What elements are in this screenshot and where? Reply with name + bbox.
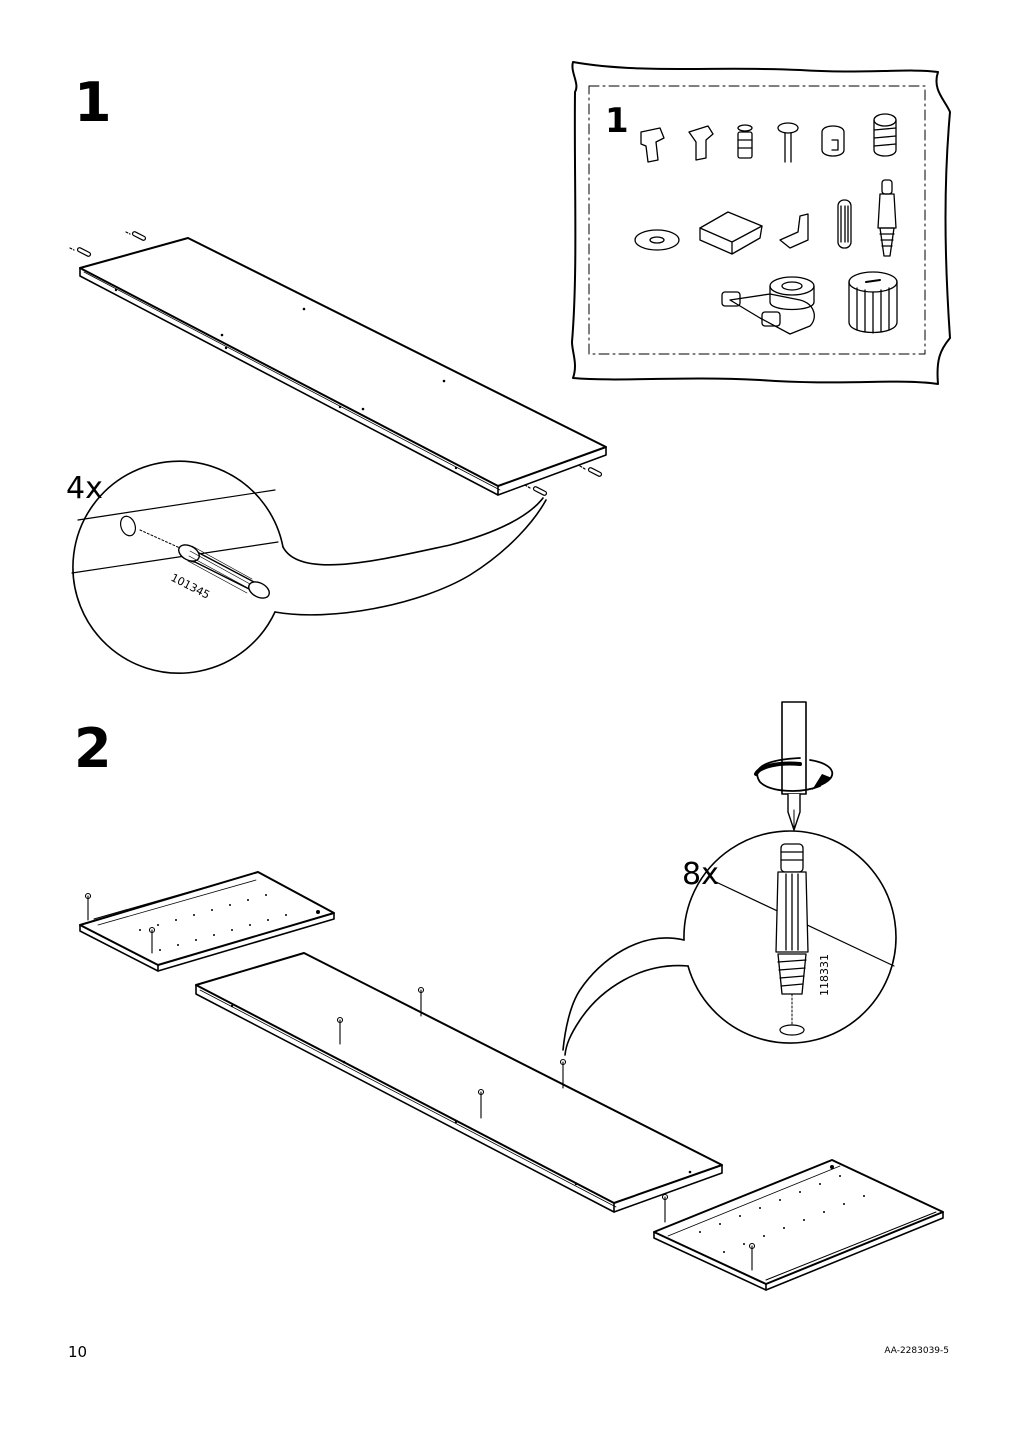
page-number: 10 [68,1343,88,1361]
bag-part-row-2 [634,179,897,257]
step1-panel [79,237,607,496]
step2-middle-panel [195,952,723,1213]
dowel-101345 [178,544,270,599]
bag-part-row-1 [640,113,897,163]
step-2-number: 2 [74,717,112,780]
bag-part-row-3 [721,271,898,335]
screwdriver [754,701,834,831]
step-1-number: 1 [74,71,112,134]
step1-part-number: 101345 [169,571,212,602]
step2-right-panel [653,1159,944,1291]
dowel-118331 [775,843,809,995]
step1-dowels [69,231,603,496]
step2-left-panel [79,871,335,972]
bag-number: 1 [605,101,629,141]
step1-zoom-callout [71,460,547,674]
document-id: AA-2283039-5 [884,1346,949,1356]
step2-part-number: 118331 [818,954,831,996]
step2-quantity: 8x [682,857,719,892]
step2-zoom-callout [562,830,897,1056]
step1-quantity: 4x [66,471,103,506]
hardware-bag [571,61,951,385]
